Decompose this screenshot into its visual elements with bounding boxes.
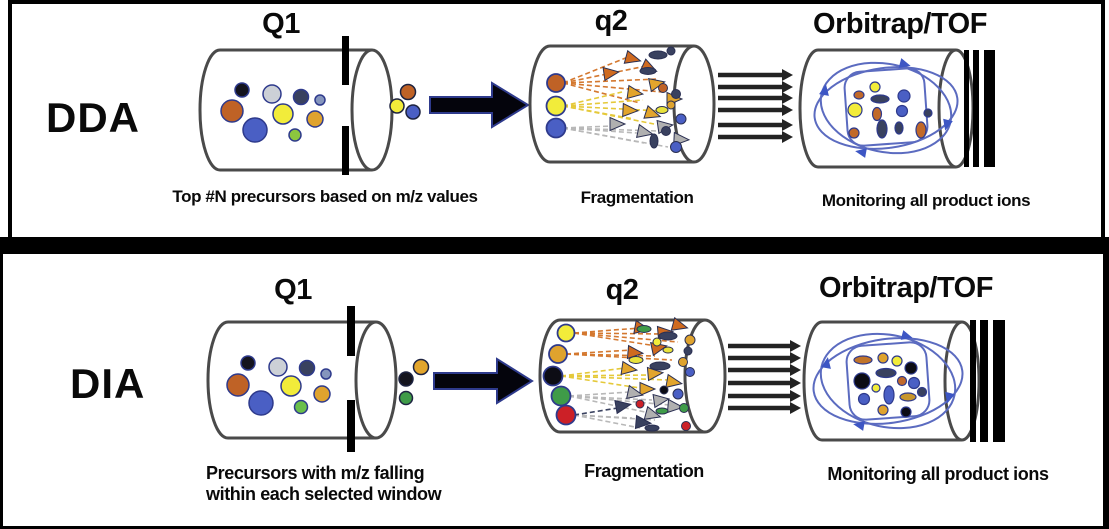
- dia-method-label: DIA: [70, 360, 146, 407]
- dda-analyzer-caption: Monitoring all product ions: [821, 191, 1031, 210]
- dda-q2-caption: Fragmentation: [580, 188, 694, 207]
- dia-analyzer-caption: Monitoring all product ions: [827, 464, 1049, 484]
- dda-analyzer-title: Orbitrap/TOF: [813, 8, 987, 40]
- dia-q2-caption: Fragmentation: [584, 461, 704, 481]
- dda-q2-title: q2: [594, 5, 628, 37]
- dda-q1-caption: Top #N precursors based on m/z values: [172, 187, 478, 206]
- dda-q1-title: Q1: [262, 8, 300, 40]
- dia-q2-title: q2: [605, 274, 639, 306]
- dia-q1-caption: Precursors with m/z falling within each …: [206, 463, 442, 504]
- dia-q1-title: Q1: [274, 274, 312, 306]
- dda-method-label: DDA: [46, 94, 140, 141]
- dia-analyzer-title: Orbitrap/TOF: [819, 272, 993, 304]
- panel-separator: [0, 237, 1109, 254]
